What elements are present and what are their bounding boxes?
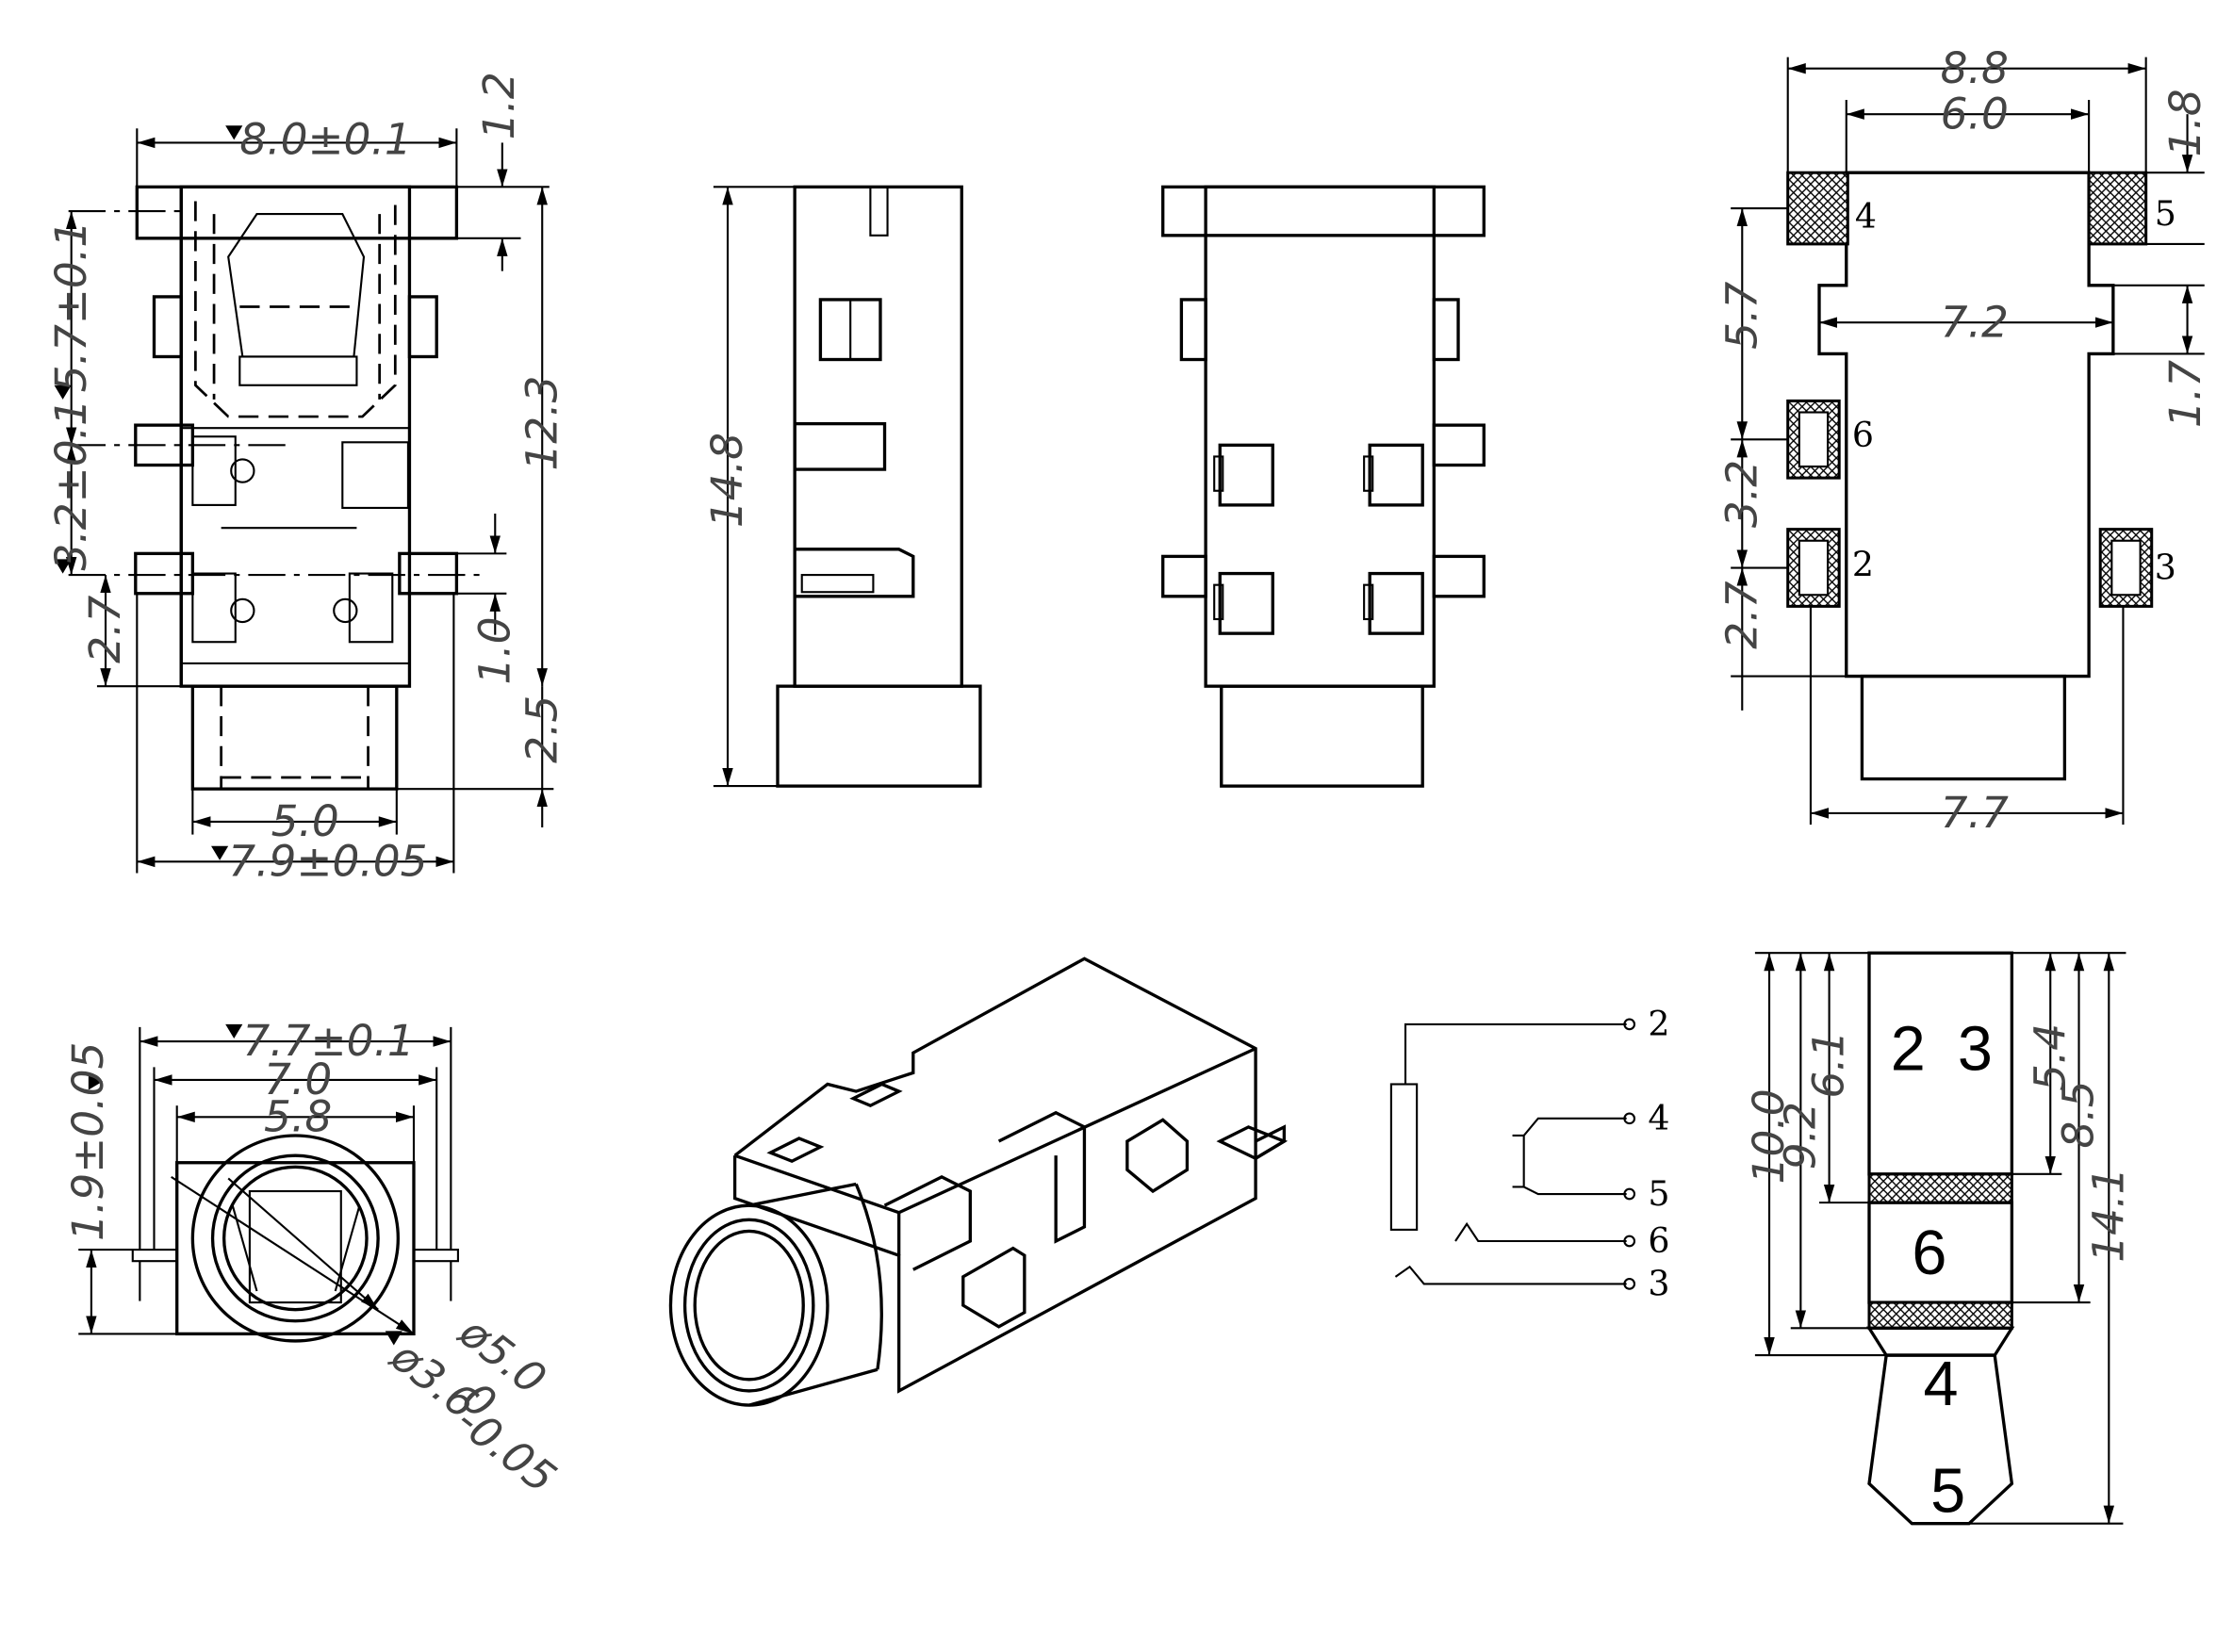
dim-end-height: 1.9±0.05 [63,1042,113,1241]
dim-body-height: 12.3 [517,375,566,470]
isometric-view [668,957,1289,1407]
dim-pitch-b: 3.2 [1716,460,1766,528]
front-view: 8.0±0.1 1.2 12.3 5.7±0.1 3.2±0.1 2.7 1.0… [46,72,567,886]
dim-width-bottom: 7.9±0.05 [228,836,427,886]
end-view: ø5.0 ø3.6 -0.05 0 7.7±0.1 7.0 5.8 1.9±0.… [63,1016,566,1503]
pad-label-6: 6 [1852,415,1874,455]
dim-pin-edge: 2.7 [80,596,130,663]
schematic-pin-5: 5 [1648,1173,1669,1214]
plug-label-4: 4 [1924,1349,1959,1419]
dim-end-w2: 7.0 [264,1055,332,1104]
dim-length: 14.8 [702,433,752,528]
side-view-left: 14.8 [702,185,982,788]
dim-outer-width: 8.8 [1941,43,2009,93]
dim-pin-pitch-mid: 3.2±0.1 [46,399,96,570]
pcb-layout: 4 5 6 2 3 8.8 6.0 1.8 7.2 1.7 [1716,43,2210,838]
pad-label-5: 5 [2155,193,2176,234]
plug-dim-5-4: 5.4 [2025,1023,2075,1091]
plug-label-5: 5 [1930,1457,1965,1527]
plug-dim-9-2: 9.2 [1775,1102,1825,1169]
schematic-pin-6: 6 [1648,1220,1669,1261]
dim-pitch-a: 5.7 [1716,282,1766,350]
dim-bottom-width: 7.7 [1941,788,2009,838]
plug-dim-6-1: 6.1 [1804,1030,1854,1098]
plug-label-3: 3 [1958,1014,1993,1084]
dim-inner-width: 6.0 [1941,89,2009,139]
dim-end-w3: 5.8 [264,1091,332,1141]
plug-label-6: 6 [1912,1219,1946,1288]
dim-top-offset: 1.2 [474,72,524,139]
pad-label-2: 2 [1852,545,1874,585]
dim-width-top: 8.0±0.1 [239,115,411,165]
dim-pin-height: 1.0 [469,616,519,684]
plug-view: 2 3 6 4 5 10.0 9.2 6.1 5.4 8.5 14.1 [1744,951,2133,1527]
schematic: 2 4 5 6 3 [1389,1004,1669,1304]
pad-label-4: 4 [1855,196,1877,237]
plug-dim-10: 10.0 [1744,1088,1794,1184]
schematic-pin-2: 2 [1648,1004,1669,1044]
pad-4 [1786,171,1849,246]
plug-dim-8-5: 8.5 [2054,1080,2104,1148]
schematic-pin-4: 4 [1648,1098,1669,1138]
dim-end-w1: 7.7±0.1 [242,1016,414,1066]
dim-pin-pitch-upper: 5.7±0.1 [46,221,96,392]
bottom-view [1161,185,1486,788]
pad-5 [2087,171,2148,246]
schematic-pin-3: 3 [1648,1264,1669,1304]
dim-pitch-c: 2.7 [1716,581,1766,648]
plug-label-2: 2 [1891,1014,1926,1084]
dim-nose-width: 5.0 [271,796,339,846]
plug-dim-14-1: 14.1 [2083,1168,2133,1263]
dim-pad-height: 1.8 [2160,89,2210,156]
dim-nose-length: 2.5 [517,695,566,763]
dim-slot-height: 1.7 [2160,360,2210,428]
dim-slot-width: 7.2 [1941,297,2009,347]
pad-label-3: 3 [2155,548,2176,588]
